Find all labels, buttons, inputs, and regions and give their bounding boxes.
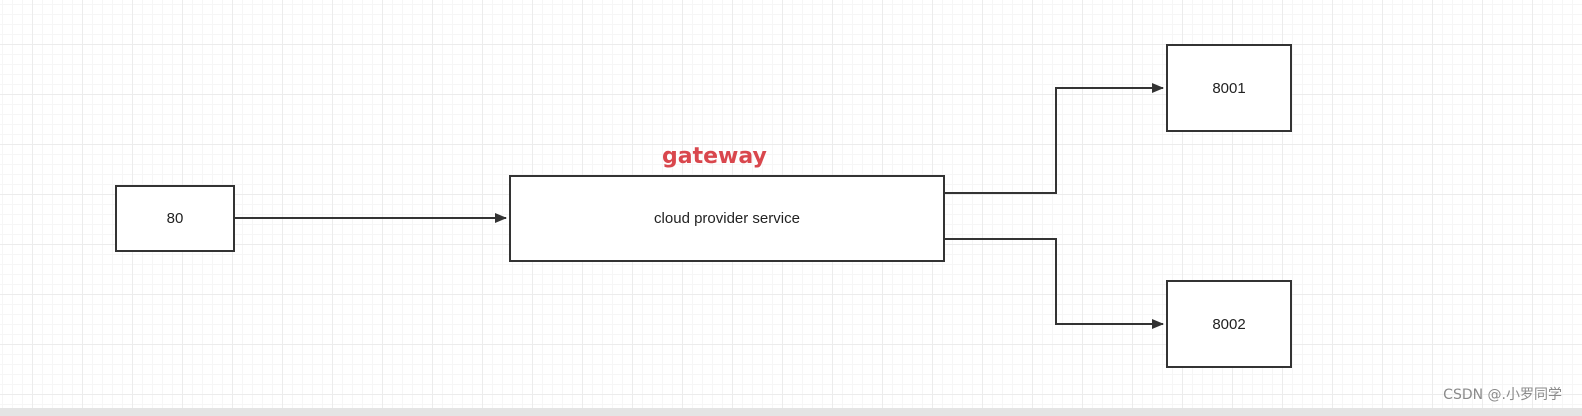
csdn-watermark: CSDN @.小罗同学 bbox=[1443, 387, 1562, 403]
arrow-service-to-8001 bbox=[945, 83, 1164, 194]
gateway-label: gateway bbox=[662, 144, 767, 169]
node-80[interactable]: 80 bbox=[115, 185, 235, 252]
horizontal-scrollbar[interactable] bbox=[0, 408, 1582, 416]
node-8001-label: 8001 bbox=[1212, 79, 1246, 97]
node-8002-label: 8002 bbox=[1212, 315, 1246, 333]
node-8001[interactable]: 8001 bbox=[1166, 44, 1292, 132]
node-service-label: cloud provider service bbox=[654, 210, 800, 227]
node-80-label: 80 bbox=[166, 210, 184, 227]
arrow-service-to-8002 bbox=[945, 238, 1164, 329]
node-cloud-provider-service[interactable]: cloud provider service bbox=[509, 175, 945, 262]
node-8002[interactable]: 8002 bbox=[1166, 280, 1292, 368]
